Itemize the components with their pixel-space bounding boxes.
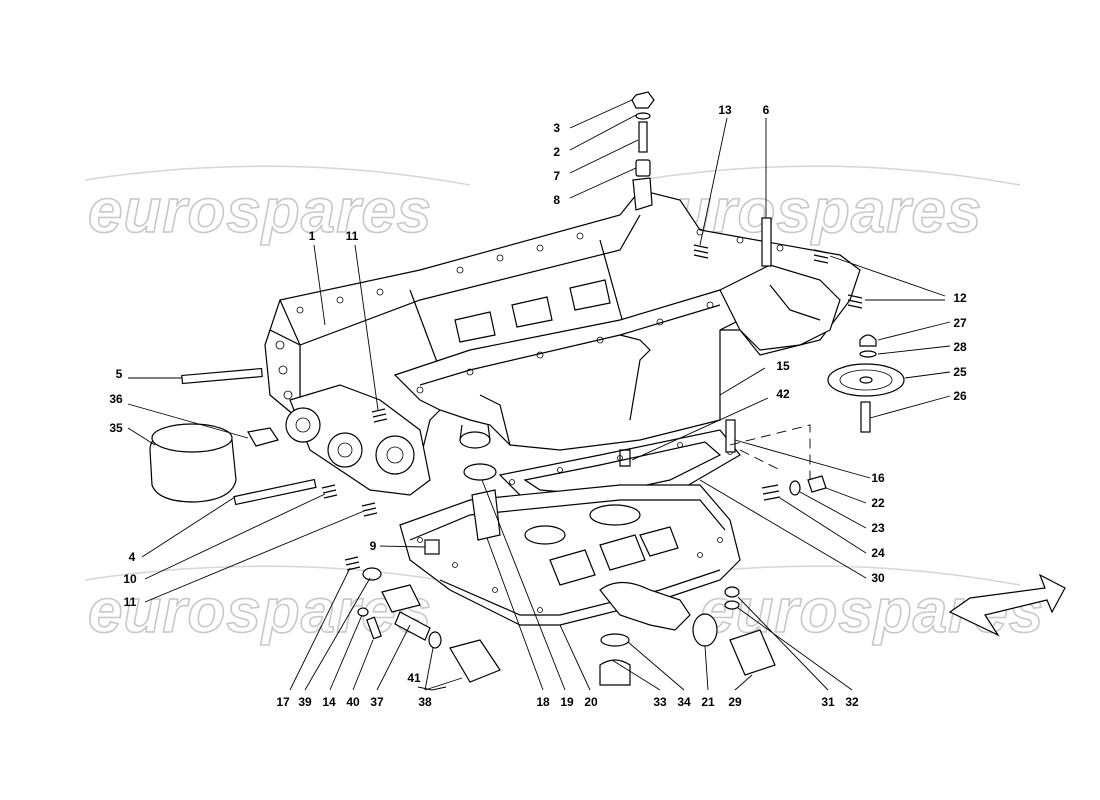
callout-19: 19 (560, 695, 574, 709)
callout-4: 4 (129, 550, 136, 564)
callout-28: 28 (953, 340, 967, 354)
callout-24: 24 (871, 546, 885, 560)
callout-37: 37 (370, 695, 384, 709)
callout-27: 27 (953, 316, 967, 330)
callout-9: 9 (370, 539, 377, 553)
callout-31: 31 (821, 695, 835, 709)
callout-18: 18 (536, 695, 550, 709)
callout-11-bottom: 11 (124, 595, 137, 609)
callout-39: 39 (298, 695, 312, 709)
callout-26: 26 (953, 389, 967, 403)
callout-20: 20 (584, 695, 598, 709)
callout-33: 33 (653, 695, 667, 709)
callout-15: 15 (776, 359, 790, 373)
callout-41: 41 (407, 671, 421, 685)
callout-7: 7 (553, 169, 560, 183)
callout-21: 21 (701, 695, 715, 709)
callout-6: 6 (763, 103, 770, 117)
callout-38: 38 (418, 695, 432, 709)
direction-arrow (948, 573, 1066, 637)
callout-11-top: 11 (346, 229, 359, 243)
lower-oil-sump (399, 484, 741, 631)
callout-42: 42 (776, 387, 790, 401)
callout-16: 16 (871, 471, 885, 485)
callout-14: 14 (322, 695, 336, 709)
callout-35: 35 (109, 421, 123, 435)
callout-29: 29 (728, 695, 742, 709)
leader-lines (127, 99, 951, 691)
callout-40: 40 (346, 695, 360, 709)
callout-32: 32 (845, 695, 859, 709)
upper-sump-housing (264, 189, 861, 496)
watermark-top-left: eurospares (88, 177, 432, 246)
callout-10: 10 (123, 572, 137, 586)
small-parts (149, 91, 905, 686)
callout-8: 8 (553, 193, 560, 207)
callout-12: 12 (953, 291, 967, 305)
callout-2: 2 (553, 145, 560, 159)
callout-25: 25 (953, 365, 967, 379)
callout-22: 22 (871, 496, 885, 510)
callout-34: 34 (677, 695, 691, 709)
callout-1: 1 (309, 229, 316, 243)
callout-labels: 3 2 7 8 13 6 1 11 12 27 28 25 26 15 42 1… (109, 103, 967, 709)
callout-3: 3 (553, 121, 560, 135)
callout-13: 13 (718, 103, 732, 117)
callout-5: 5 (116, 367, 123, 381)
callout-36: 36 (109, 392, 123, 406)
callout-30: 30 (871, 571, 885, 585)
callout-23: 23 (871, 521, 885, 535)
callout-17: 17 (276, 695, 290, 709)
